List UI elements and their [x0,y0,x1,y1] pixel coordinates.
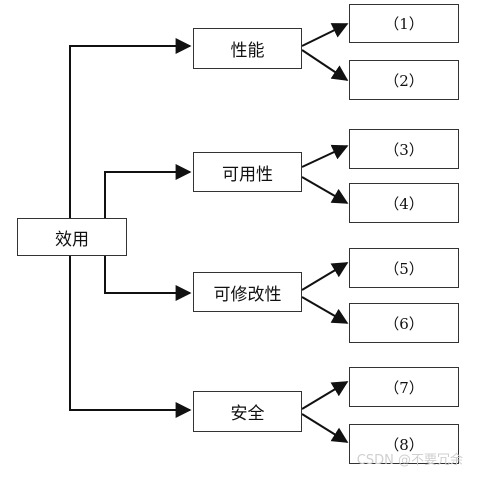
leaf-node-5: （5） [349,248,459,288]
leaf-node-6: （6） [349,303,459,343]
leaf-node-7: （7） [349,367,459,407]
performance-to-item2-arrow [301,49,349,81]
modifiability-to-item6-arrow [301,296,349,324]
leaf-node-2: （2） [349,60,459,100]
category-node-performance: 性能 [193,28,302,69]
root-to-performance-arrow [69,38,192,218]
security-to-item7-arrow [301,381,349,410]
availability-to-item4-arrow [301,176,349,204]
security-to-item8-arrow [301,413,349,443]
availability-to-item3-arrow [301,144,349,168]
root-to-modifiability-arrow [104,256,192,301]
leaf-node-3: （3） [349,129,459,169]
leaf-node-1: （1） [349,4,459,43]
category-node-security: 安全 [193,391,302,432]
leaf-node-8: （8） [349,424,459,464]
root-to-security-arrow [69,256,192,418]
watermark: CSDN @不要冗余 [356,453,463,468]
root-node: 效用 [17,218,127,256]
root-to-availability-arrow [104,164,192,218]
performance-to-item1-arrow [301,23,349,47]
category-node-availability: 可用性 [193,152,302,192]
modifiability-to-item5-arrow [301,262,349,291]
leaf-node-4: （4） [349,183,459,223]
category-node-modifiability: 可修改性 [193,272,302,312]
